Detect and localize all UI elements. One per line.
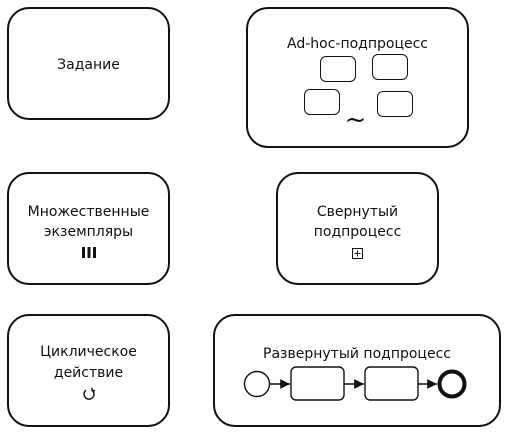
- loop-task-shape: Циклическое действие: [7, 314, 170, 427]
- expanded-inner-task-2: [364, 366, 419, 401]
- loop-task-label-line2: действие: [53, 365, 124, 381]
- adhoc-subprocess-label: Ad-hoc-подпроцесс: [287, 36, 428, 52]
- adhoc-inner-task-1: [320, 56, 356, 82]
- parallel-multi-instance-icon: [82, 247, 96, 258]
- collapsed-subprocess-label-line2: подпроцесс: [313, 224, 402, 240]
- expanded-subprocess-label: Развернутый подпроцесс: [263, 346, 451, 362]
- start-event-icon: [243, 370, 271, 398]
- adhoc-inner-task-3: [304, 89, 340, 115]
- adhoc-subprocess-shape: Ad-hoc-подпроцесс ~: [246, 7, 469, 148]
- collapsed-subprocess-shape: Свернутый подпроцесс: [276, 172, 439, 285]
- multi-instance-task-shape: Множественные экземпляры: [7, 172, 170, 285]
- adhoc-inner-task-2: [372, 54, 408, 80]
- multi-instance-label-line1: Множественные: [27, 204, 150, 220]
- loop-icon: [83, 387, 95, 400]
- collapsed-subprocess-label-line1: Свернутый: [316, 204, 399, 220]
- task-shape: Задание: [7, 7, 170, 120]
- multi-instance-label-line2: экземпляры: [43, 224, 134, 240]
- tilde-icon: ~: [344, 105, 367, 135]
- expanded-subprocess-shape: Развернутый подпроцесс: [213, 314, 501, 427]
- end-event-icon: [437, 369, 467, 399]
- expanded-inner-task-1: [290, 366, 345, 401]
- plus-square-icon: [352, 248, 363, 259]
- task-label: Задание: [57, 57, 120, 73]
- expanded-subprocess-flow: [243, 366, 467, 401]
- adhoc-inner-task-4: [377, 91, 413, 117]
- loop-task-label-line1: Циклическое: [40, 344, 137, 360]
